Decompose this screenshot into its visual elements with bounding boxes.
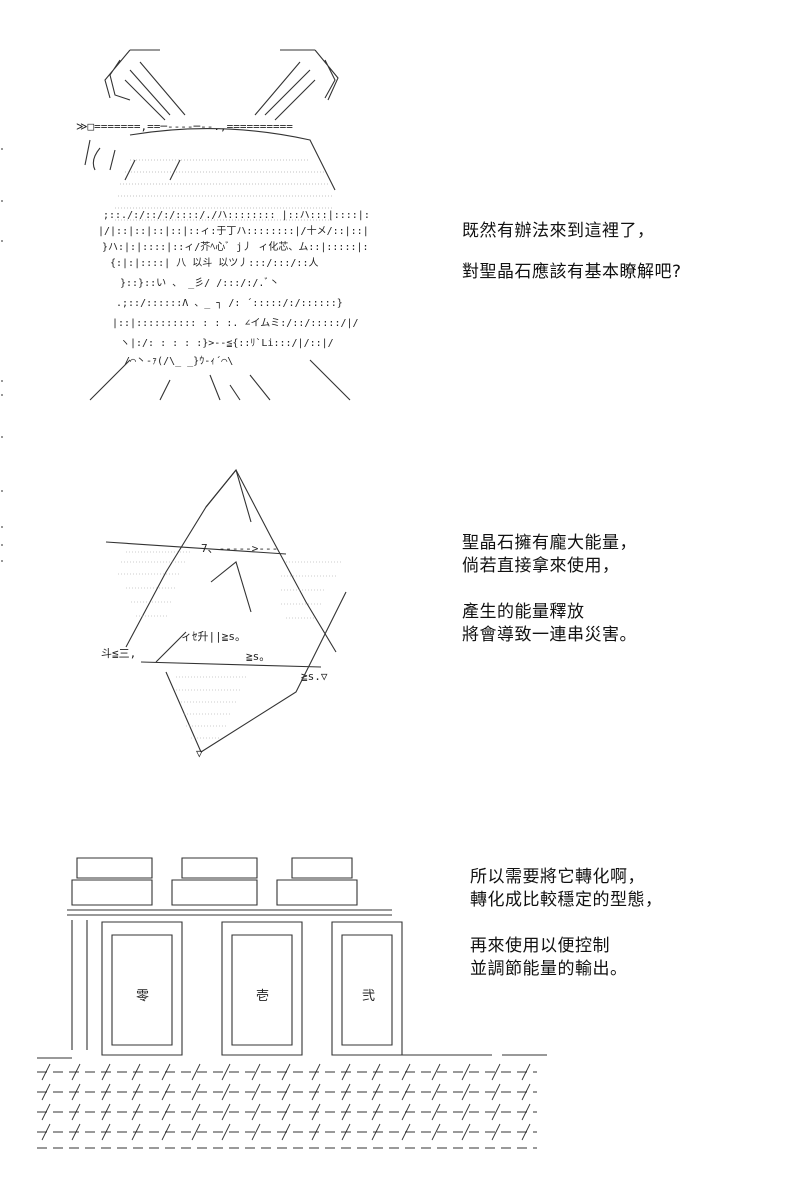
svg-text:≧s.▽: ≧s.▽ <box>301 670 328 683</box>
svg-text:7、‐‐‐‐‐>‐‐‐: 7、‐‐‐‐‐>‐‐‐ <box>201 542 278 555</box>
panel-2-line-4: 產生的能量釋放 <box>462 602 585 622</box>
panel-2-line-3 <box>462 578 637 601</box>
svg-text:}ハ:|:|::::|::ィ/芥ﾍ心ﾞ j丿 ィ化芯、ム::: }ハ:|:|::::|::ィ/芥ﾍ心ﾞ j丿 ィ化芯、ム::|:::::|::| <box>102 240 370 253</box>
panel-3-line-1: 所以需要將它轉化啊， <box>470 867 645 887</box>
panel-3-line-2: 轉化成比較穩定的型態， <box>470 890 663 910</box>
panel-3-line-3 <box>470 912 663 935</box>
panel-2-text: 聖晶石擁有龐大能量， 倘若直接拿來使用， 產生的能量釋放 將會導致一連串災害。 <box>462 532 637 647</box>
stone-one-label: 壱 <box>256 989 269 1004</box>
panel-3-line-4: 再來使用以便控制 <box>470 936 610 956</box>
svg-text:}::}::い 、 _彡/ /:::/:/.: }::}::い 、 _彡/ /:::/:/.ﾞ丶 <box>120 277 279 289</box>
panel-3-text: 所以需要將它轉化啊， 轉化成比較穩定的型態， 再來使用以便控制 並調節能量的輸出… <box>470 866 663 981</box>
svg-text:≫□=======,==─‐‐‐‐─‐‐.,========: ≫□=======,==─‐‐‐‐─‐‐.,========== <box>76 120 293 133</box>
svg-text:斗≦三,: 斗≦三, <box>101 647 136 660</box>
svg-text:▽: ▽ <box>196 747 203 760</box>
svg-text:|::|:::::::::: : : :. ∠イムミ:: |::|:::::::::: : : :. ∠イムミ:/::/:::::/|/ <box>112 317 359 329</box>
panel-2-line-5: 將會導致一連串災害。 <box>462 625 637 645</box>
panel-2-line-2: 倘若直接拿來使用， <box>462 556 620 576</box>
saint-quartz-illustration: 斗≦三, ィｾ升||≧s。 ≧s。 ≧s.▽ 7、‐‐‐‐‐>‐‐‐ ▽ <box>96 462 366 762</box>
character-illustration: ≫□=======,==─‐‐‐‐─‐‐.,========== ;::./:/… <box>70 40 370 410</box>
stone-zero-label: 零 <box>136 989 149 1004</box>
stone-one: 壱 <box>221 921 303 1056</box>
panel-2-line-1: 聖晶石擁有龐大能量， <box>462 533 637 553</box>
svg-text:ヽ|:/: : : : :}>‐‐≦{::ﾘ`Li:::/|: ヽ|:/: : : : :}>‐‐≦{::ﾘ`Li:::/|/::|/ <box>120 337 334 349</box>
svg-text:ィｾ升||≧s。: ィｾ升||≧s。 <box>181 630 246 643</box>
svg-text:≧s。: ≧s。 <box>246 650 270 663</box>
svg-text:.;::/::::::Λ 、_ ┐ /: ´:::: .;::/::::::Λ 、_ ┐ /: ´:::::/:/::::::} <box>116 297 343 309</box>
ascension-stones-illustration: 零 壱 弐 <box>32 850 552 1150</box>
svg-text:;::./:/::/:/::::/./ハ:::::::: |: ;::./:/::/:/::::/./ハ:::::::: |::ハ:::|:::… <box>103 210 370 221</box>
stone-zero: 零 <box>101 921 183 1056</box>
panel-3-line-5: 並調節能量的輸出。 <box>470 959 628 979</box>
panel-1-line-1: 既然有辦法來到這裡了， <box>462 221 655 241</box>
margin-marks <box>0 140 6 580</box>
svg-text:|/|::|::|::|::|::ィ:于丁ハ::::::::: |/|::|::|::|::|::ィ:于丁ハ::::::::|/十メ/::|::… <box>98 224 370 237</box>
panel-1-text: 既然有辦法來到這裡了， 對聖晶石應該有基本瞭解吧? <box>462 220 682 284</box>
stone-two: 弐 <box>331 921 403 1056</box>
svg-text:/⌒丶-ｧ(/\_ _}ｳ-ｨ´⌒\: /⌒丶-ｧ(/\_ _}ｳ-ｨ´⌒\ <box>124 355 233 367</box>
panel-1-line-2: 對聖晶石應該有基本瞭解吧? <box>462 262 682 282</box>
stone-two-label: 弐 <box>362 989 375 1004</box>
svg-text:{:|:|::::| 八 以斗 以ツ丿:::/:::: {:|:|::::| 八 以斗 以ツ丿:::/:::/::人 <box>110 257 318 269</box>
